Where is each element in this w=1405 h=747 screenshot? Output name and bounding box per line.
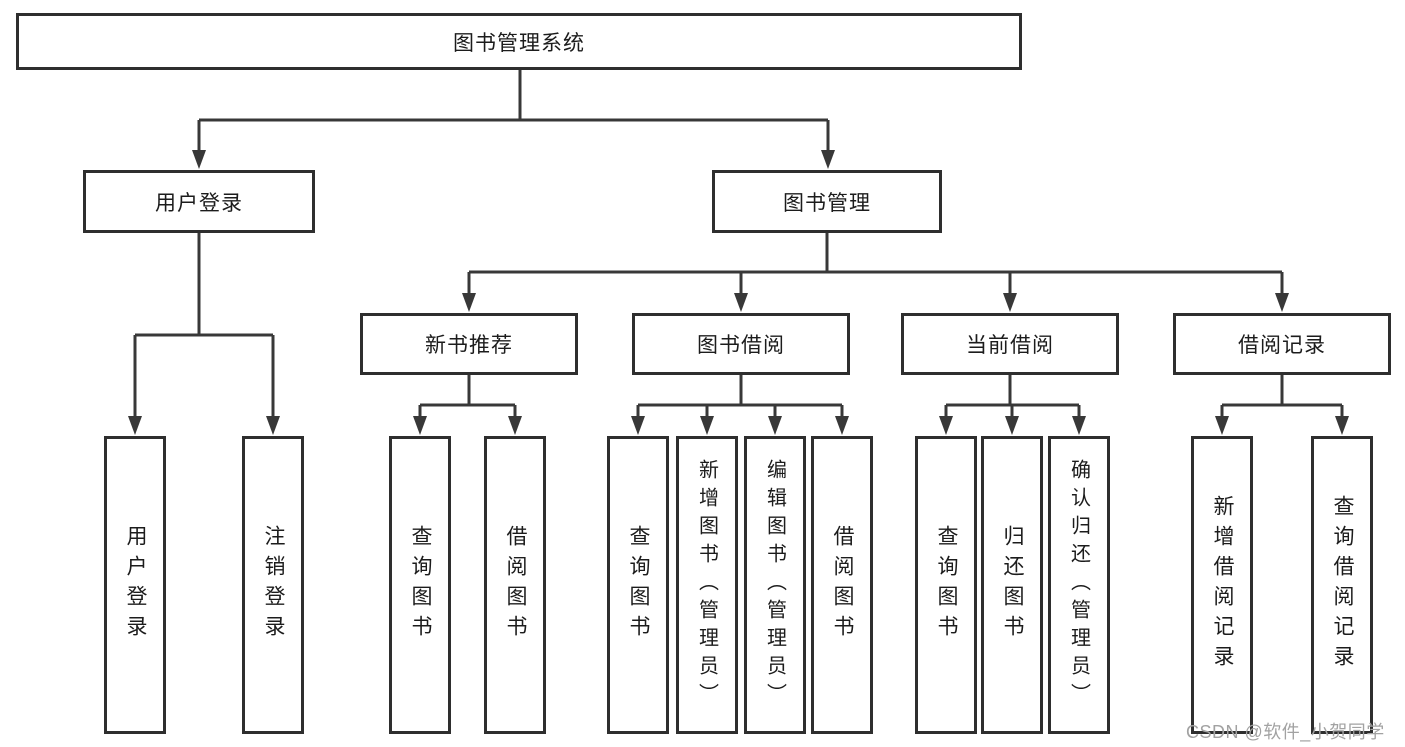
leaf-label: 新增借阅记录 [1211,495,1234,675]
node-borrow-records: 借阅记录 [1173,313,1391,375]
node-user-login: 用户登录 [83,170,315,233]
leaf-edit-book-admin: 编辑图书（管理员） [744,436,806,734]
leaf-label: 查询借阅记录 [1331,495,1354,675]
node-label: 新书推荐 [425,334,513,357]
leaf-borrow-books-recommend: 借阅图书 [484,436,546,734]
leaf-label: 查询图书 [627,525,650,645]
leaf-query-borrow-record: 查询借阅记录 [1311,436,1373,734]
leaf-label: 查询图书 [409,525,432,645]
leaf-label: 新增图书（管理员） [695,459,718,711]
leaf-user-login: 用户登录 [104,436,166,734]
leaf-label: 用户登录 [124,525,147,645]
node-book-management: 图书管理 [712,170,942,233]
node-label: 图书借阅 [697,334,785,357]
leaf-return-books: 归还图书 [981,436,1043,734]
leaf-label: 借阅图书 [504,525,527,645]
node-label: 图书管理系统 [453,31,585,55]
leaf-label: 归还图书 [1001,525,1024,645]
leaf-label: 借阅图书 [831,525,854,645]
leaf-borrow-books-borrow: 借阅图书 [811,436,873,734]
node-label: 借阅记录 [1238,334,1326,357]
node-book-borrow: 图书借阅 [632,313,850,375]
csdn-watermark: CSDN @软件_小贺同学 [1186,722,1385,742]
node-label: 图书管理 [783,191,871,215]
arrowheads [128,150,1349,435]
leaf-add-borrow-record: 新增借阅记录 [1191,436,1253,734]
leaf-logout: 注销登录 [242,436,304,734]
leaf-label: 确认归还（管理员） [1067,459,1090,711]
node-current-borrow: 当前借阅 [901,313,1119,375]
leaf-label: 注销登录 [262,525,285,645]
node-new-book-recommend: 新书推荐 [360,313,578,375]
leaf-confirm-return-admin: 确认归还（管理员） [1048,436,1110,734]
leaf-label: 编辑图书（管理员） [763,459,786,711]
leaf-add-book-admin: 新增图书（管理员） [676,436,738,734]
leaf-query-books-recommend: 查询图书 [389,436,451,734]
node-label: 用户登录 [155,191,243,215]
node-label: 当前借阅 [966,334,1054,357]
leaf-query-books-borrow: 查询图书 [607,436,669,734]
leaf-query-books-current: 查询图书 [915,436,977,734]
leaf-label: 查询图书 [935,525,958,645]
node-root-library-system: 图书管理系统 [16,13,1022,70]
